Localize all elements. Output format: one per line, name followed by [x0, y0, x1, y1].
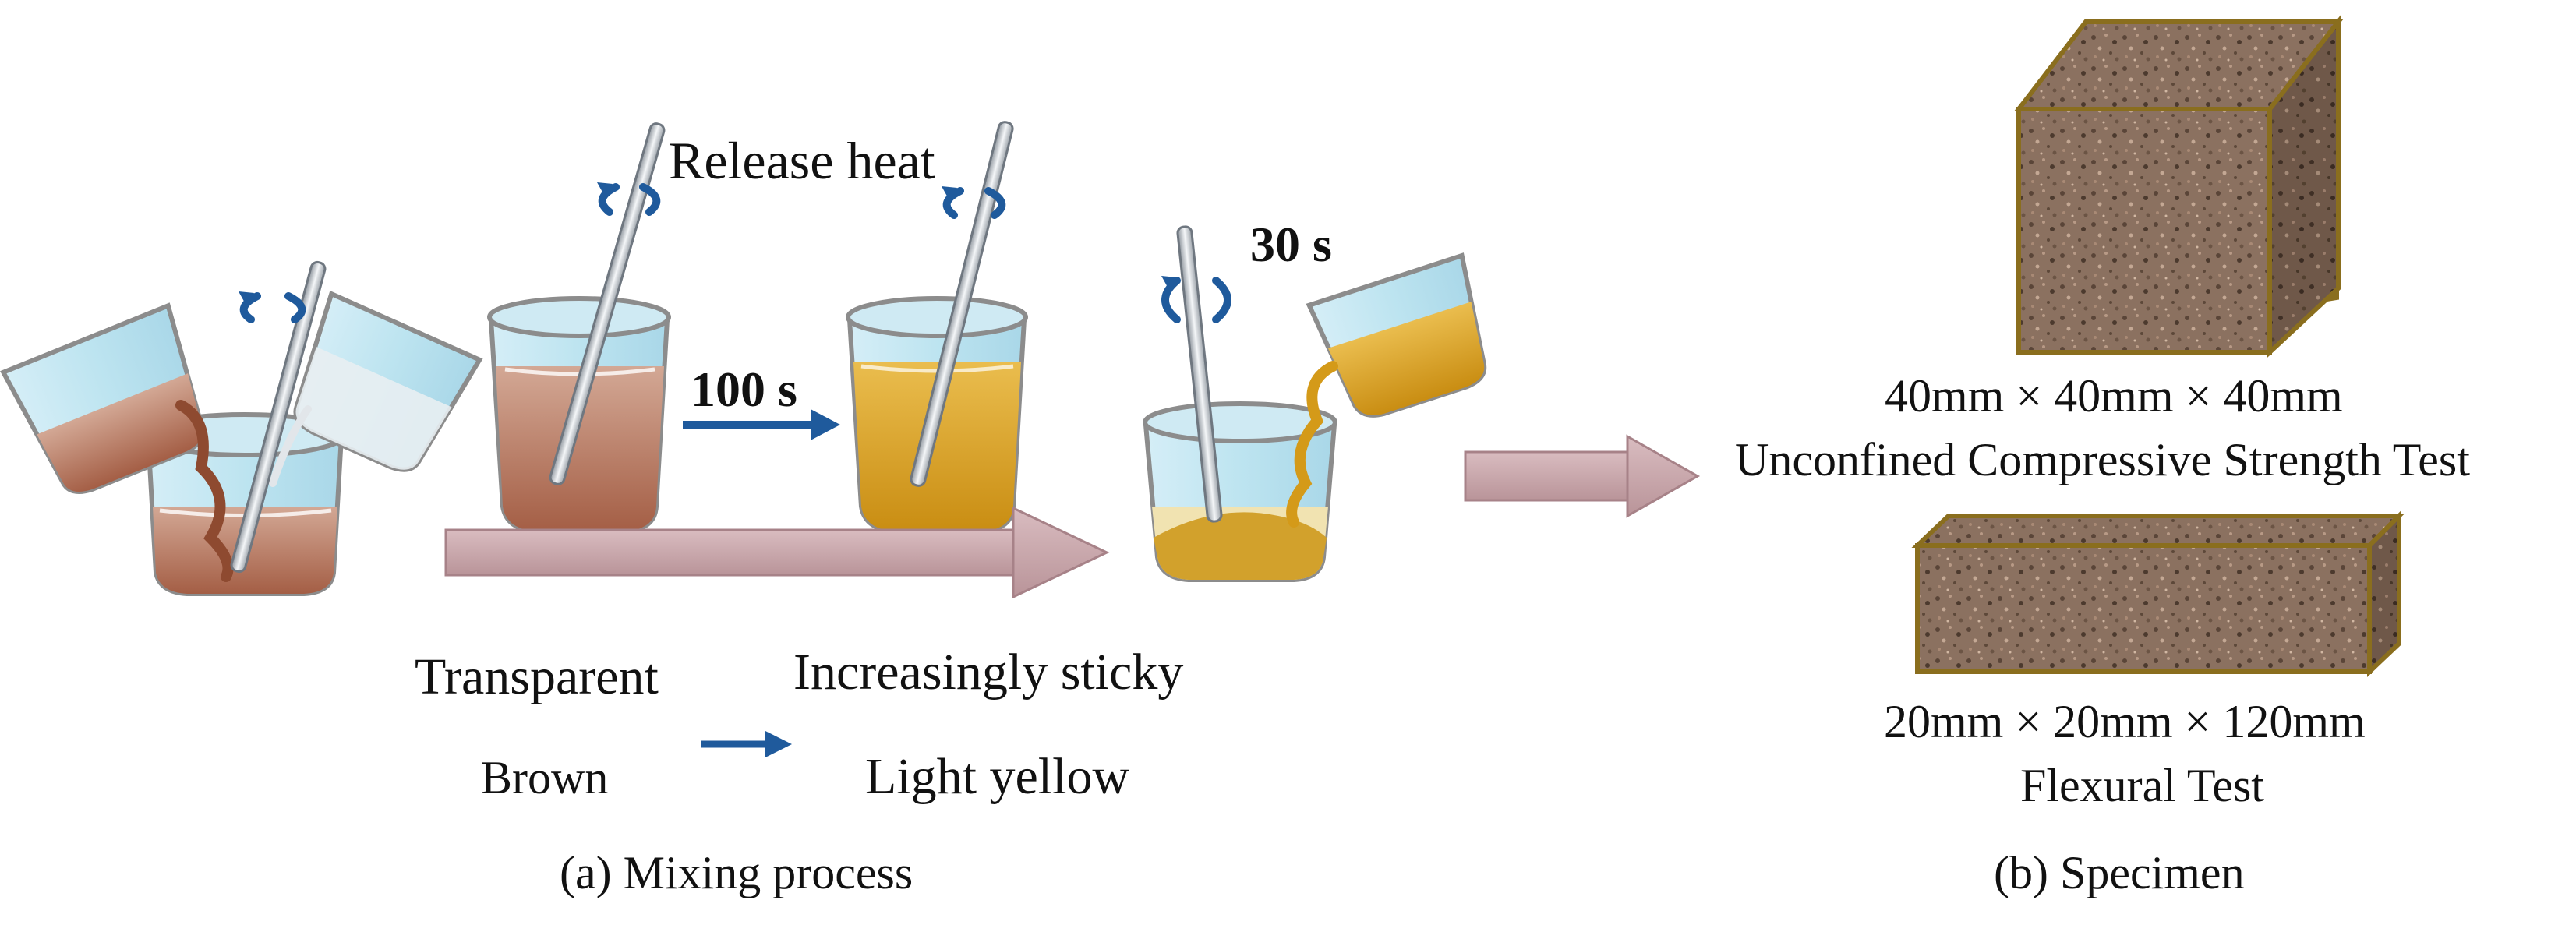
specimen-cube — [2013, 15, 2344, 358]
beam-dimensions-label: 20mm × 20mm × 120mm — [1884, 696, 2366, 747]
specimen-beam — [1911, 510, 2405, 677]
stirring-rod-1 — [230, 260, 327, 574]
state-change-arrow — [701, 731, 792, 757]
state-transparent-label: Transparent — [415, 648, 659, 705]
time-arrow-100s — [683, 409, 840, 440]
time-30s-label: 30 s — [1250, 217, 1332, 272]
stir-rotation-icon-3 — [942, 186, 1006, 219]
caption-specimen: (b) Specimen — [1994, 847, 2245, 898]
release-heat-label: Release heat — [669, 131, 935, 190]
beaker-sand — [1143, 401, 1337, 582]
stirring-rod-2 — [549, 122, 666, 485]
beam-test-label: Flexural Test — [2020, 760, 2264, 811]
pouring-beaker-brown — [0, 302, 234, 582]
stir-rotation-icon-1 — [239, 291, 306, 323]
to-specimen-arrow — [1464, 434, 1701, 518]
state-light-yellow-label: Light yellow — [865, 748, 1130, 805]
stir-rotation-icon-2 — [597, 182, 661, 216]
state-brown-label: Brown — [481, 752, 609, 803]
stirring-rod-4 — [1176, 225, 1223, 523]
time-100s-label: 100 s — [691, 362, 797, 417]
pouring-beaker-clear — [269, 290, 483, 487]
caption-mixing-process: (a) Mixing process — [560, 847, 913, 898]
cube-test-label: Unconfined Compressive Strength Test — [1735, 434, 2470, 485]
process-flow-arrow — [444, 506, 1110, 599]
stirring-rod-3 — [910, 121, 1014, 487]
state-sticky-label: Increasingly sticky — [793, 644, 1184, 701]
pouring-beaker-yellow — [1286, 252, 1487, 528]
stir-rotation-icon-4 — [1161, 276, 1231, 323]
cube-dimensions-label: 40mm × 40mm × 40mm — [1885, 370, 2343, 422]
